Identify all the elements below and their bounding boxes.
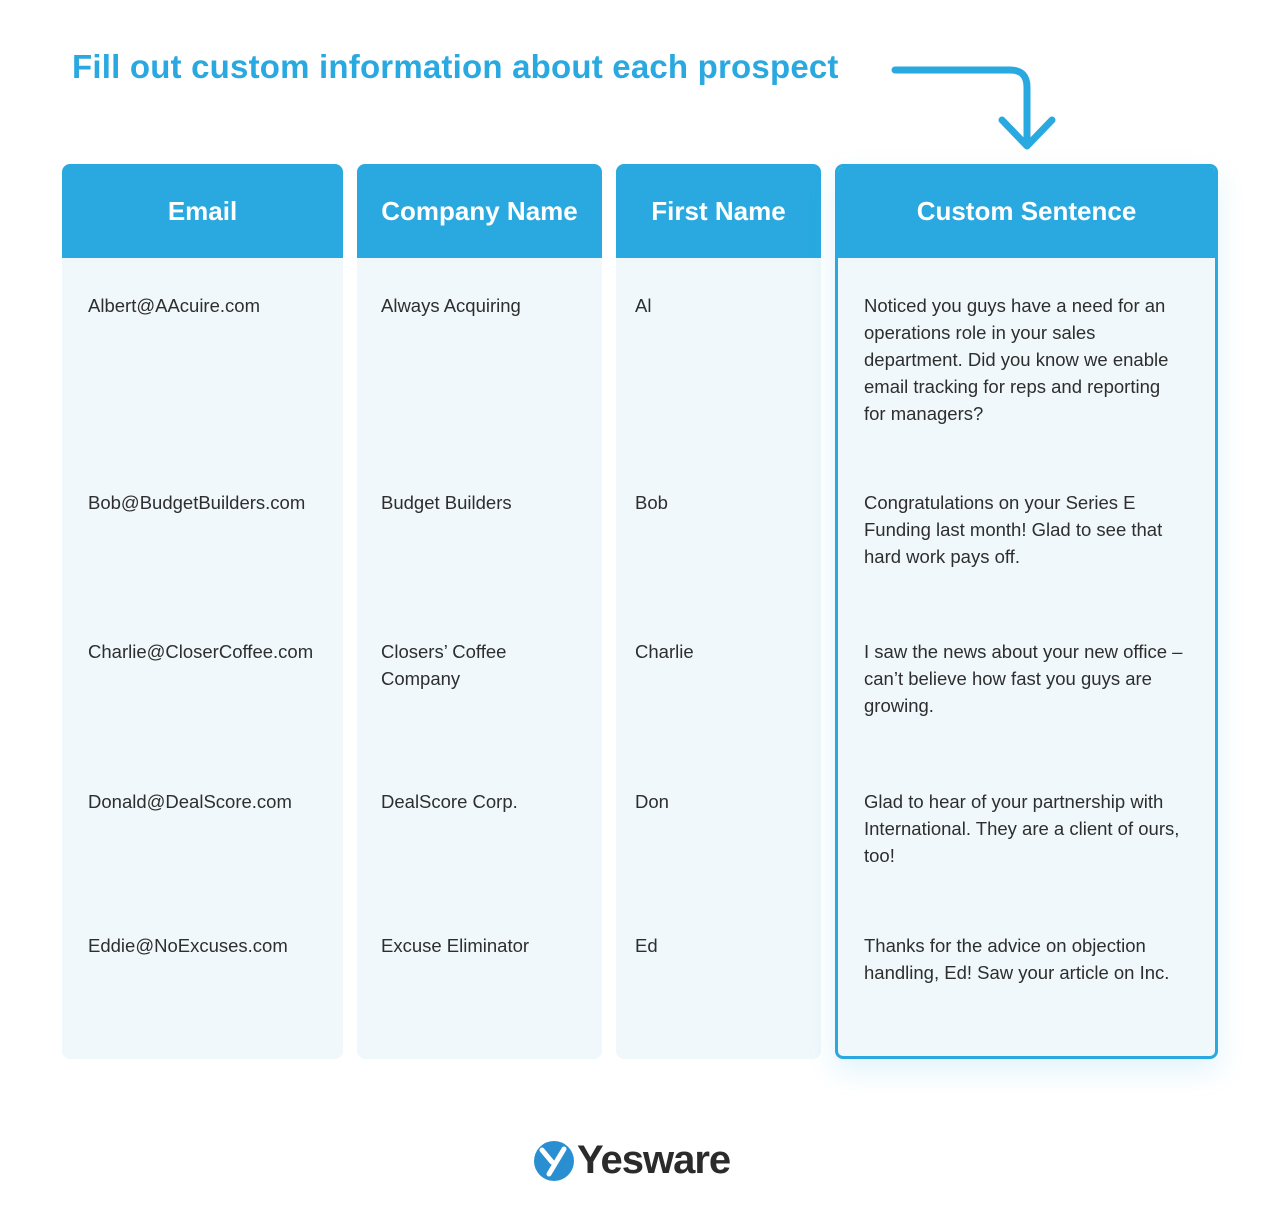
- logo-text: Yesware: [577, 1138, 731, 1182]
- company-cell: Closers’ Coffee Company: [381, 641, 507, 689]
- column-header-custom-sentence: Custom Sentence: [838, 167, 1215, 258]
- column-header-email: Email: [62, 164, 343, 258]
- column-company-name: Company Name Always Acquiring Budget Bui…: [357, 164, 602, 1059]
- column-custom-sentence: Custom Sentence Noticed you guys have a …: [835, 164, 1218, 1059]
- bent-arrow-down-icon: [891, 66, 1056, 150]
- company-cell: Always Acquiring: [381, 295, 521, 316]
- page-title: Fill out custom information about each p…: [72, 48, 839, 85]
- email-cell: Bob@BudgetBuilders.com: [88, 492, 306, 513]
- column-email: Email Albert@AAcuire.com Bob@BudgetBuild…: [62, 164, 343, 1059]
- first-name-cell: Bob: [635, 492, 668, 513]
- custom-sentence-cell: Noticed you guys have a need for an oper…: [864, 295, 1169, 424]
- yesware-y-logo-icon: [534, 1140, 574, 1181]
- email-cell: Albert@AAcuire.com: [88, 295, 260, 316]
- email-cell: Charlie@CloserCoffee.com: [88, 641, 314, 662]
- first-name-cell: Ed: [635, 935, 658, 956]
- email-cell: Eddie@NoExcuses.com: [88, 935, 288, 956]
- company-cell: Excuse Eliminator: [381, 935, 530, 956]
- custom-sentence-cell: I saw the news about your new office – c…: [864, 641, 1183, 716]
- company-cell: Budget Builders: [381, 492, 512, 513]
- first-name-cell: Charlie: [635, 641, 694, 662]
- custom-sentence-cell: Glad to hear of your partnership with In…: [864, 791, 1180, 866]
- column-header-first-name: First Name: [616, 164, 821, 258]
- yesware-logo: Yesware: [533, 1138, 731, 1183]
- column-first-name: First Name Al Bob Charlie Don Ed: [616, 164, 821, 1059]
- first-name-cell: Al: [635, 295, 652, 316]
- column-header-company-name: Company Name: [357, 164, 602, 258]
- email-cell: Donald@DealScore.com: [88, 791, 292, 812]
- first-name-cell: Don: [635, 791, 669, 812]
- custom-sentence-cell: Congratulations on your Series E Funding…: [864, 492, 1163, 567]
- custom-sentence-cell: Thanks for the advice on objection handl…: [864, 935, 1170, 983]
- company-cell: DealScore Corp.: [381, 791, 518, 812]
